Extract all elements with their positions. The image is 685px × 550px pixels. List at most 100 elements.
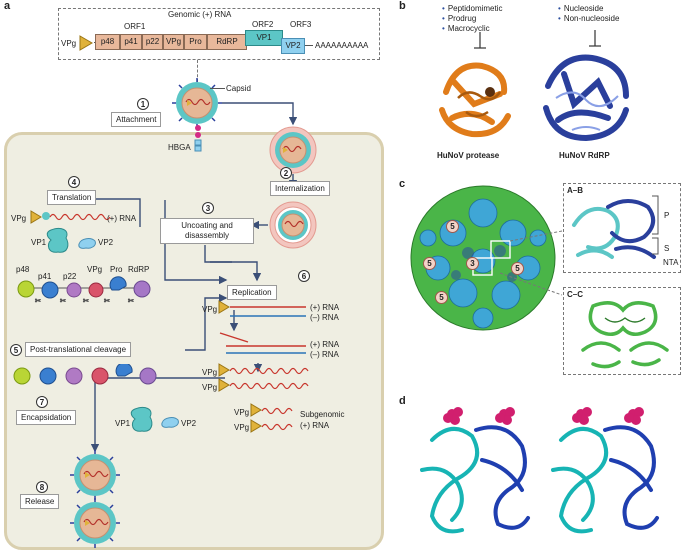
genome-segment-pro: Pro bbox=[184, 34, 207, 50]
subgenomic-label: Subgenomic bbox=[300, 410, 345, 419]
threefold-badge: 3 bbox=[466, 257, 479, 270]
translation-vpg-label: VPg bbox=[11, 214, 27, 223]
svg-text:✂: ✂ bbox=[35, 298, 41, 305]
svg-text:✂: ✂ bbox=[60, 298, 66, 305]
domain-p-label: P bbox=[664, 211, 670, 220]
vp2-encap-label: VP2 bbox=[181, 419, 197, 428]
genome-vpg-label: VPg bbox=[61, 39, 77, 48]
step-5-cleavage: Post-translational cleavage bbox=[25, 342, 132, 357]
step-8-number: 8 bbox=[36, 481, 48, 493]
protein-rdrp-label: RdRP bbox=[128, 265, 150, 274]
virion-attachment bbox=[172, 78, 222, 128]
vp1-protein-icon bbox=[46, 227, 69, 253]
panel-b-letter: b bbox=[399, 0, 406, 12]
vp1-encap-icon bbox=[130, 406, 153, 432]
rep-plus-rna-1: (+) RNA bbox=[310, 303, 340, 312]
orf1-label: ORF1 bbox=[124, 22, 146, 31]
sub-vpg-1: VPg bbox=[234, 408, 250, 417]
step-2-number: 2 bbox=[280, 167, 292, 179]
protein-p41-label: p41 bbox=[38, 272, 52, 281]
genome-segment-p41: p41 bbox=[120, 34, 142, 50]
fivefold-badge-3: 5 bbox=[511, 262, 524, 275]
svg-text:✂: ✂ bbox=[128, 298, 134, 305]
rep-minus-rna-1: (–) RNA bbox=[310, 313, 339, 322]
translation-rna-strand bbox=[30, 210, 111, 224]
polya-tail: AAAAAAAAAA bbox=[315, 41, 369, 50]
protein-p48-label: p48 bbox=[16, 265, 30, 274]
step-5-number: 5 bbox=[10, 344, 22, 356]
fivefold-badge-4: 5 bbox=[435, 291, 448, 304]
genome-title: Genomic (+) RNA bbox=[168, 10, 232, 19]
replication-strands bbox=[218, 300, 309, 392]
rep-vpg-2: VPg bbox=[202, 368, 218, 377]
p-domain-complex-right bbox=[551, 407, 659, 534]
domain-nta-label: NTA bbox=[663, 258, 679, 267]
domain-s-label: S bbox=[664, 244, 670, 253]
vpg-triangle-icon bbox=[79, 35, 93, 51]
inhibitor-prodrug: Prodrug bbox=[442, 14, 476, 23]
virion-uncoating bbox=[269, 201, 317, 249]
fivefold-badge-1: 5 bbox=[446, 220, 459, 233]
subgenomic-strands bbox=[250, 403, 293, 433]
panel-c-letter: c bbox=[399, 178, 406, 190]
virion-internalization bbox=[269, 126, 317, 174]
inset-cc-box bbox=[563, 287, 681, 375]
step-4-translation: Translation bbox=[47, 190, 97, 205]
orf3-label: ORF3 bbox=[290, 20, 312, 29]
genome-segment-p48: p48 bbox=[95, 34, 120, 50]
rdrp-label: HuNoV RdRP bbox=[559, 151, 610, 160]
hbga-receptor-icon bbox=[194, 125, 202, 152]
panel-a-letter: a bbox=[4, 0, 11, 12]
inset-ab-box bbox=[563, 183, 681, 273]
virion-assembled bbox=[70, 450, 120, 500]
vp2-label: VP2 bbox=[98, 238, 114, 247]
rep-minus-rna-2: (–) RNA bbox=[310, 350, 339, 359]
domain-brackets bbox=[652, 195, 659, 255]
subgenomic-rna-label: (+) RNA bbox=[300, 421, 330, 430]
rep-plus-rna-2: (+) RNA bbox=[310, 340, 340, 349]
polyprotein-icons: ✂✂✂✂✂ bbox=[17, 276, 151, 305]
step-2-internalization: Internalization bbox=[270, 181, 330, 196]
genome-segment-p22: p22 bbox=[142, 34, 163, 50]
inset-ab-label: A–B bbox=[567, 186, 584, 195]
vp1-label: VP1 bbox=[31, 238, 47, 247]
capsid-label: Capsid bbox=[226, 84, 251, 93]
cc-dimer-structure bbox=[581, 301, 669, 369]
protein-vpg-label: VPg bbox=[87, 265, 103, 274]
step-7-encapsidation: Encapsidation bbox=[16, 410, 77, 425]
step-6-replication: Replication bbox=[227, 285, 277, 300]
genome-segment-vpg: VPg bbox=[163, 34, 184, 50]
inhibitor-peptidomimetic: Peptidomimetic bbox=[442, 4, 503, 13]
step-3-number: 3 bbox=[202, 202, 214, 214]
ab-dimer-structure bbox=[572, 199, 656, 259]
protein-p22-label: p22 bbox=[63, 272, 77, 281]
rep-vpg-1: VPg bbox=[202, 305, 218, 314]
inhibitor-non-nucleoside: Non-nucleoside bbox=[558, 14, 620, 23]
inhibition-bars bbox=[474, 30, 601, 49]
step-1-number: 1 bbox=[137, 98, 149, 110]
translation-rna-label: (+) RNA bbox=[107, 214, 137, 223]
genome-box bbox=[58, 8, 380, 60]
vp1-encap-label: VP1 bbox=[115, 419, 131, 428]
step-8-release: Release bbox=[20, 494, 60, 509]
p-domain-complex-left bbox=[420, 407, 530, 534]
flow-arrows-a bbox=[78, 102, 298, 498]
hbga-label: HBGA bbox=[168, 143, 191, 152]
panel-d-letter: d bbox=[399, 395, 406, 407]
protease-label: HuNoV protease bbox=[437, 151, 500, 160]
step-4-number: 4 bbox=[68, 176, 80, 188]
svg-text:✂: ✂ bbox=[104, 298, 110, 305]
genome-connector bbox=[197, 60, 198, 82]
inhibitor-nucleoside: Nucleoside bbox=[558, 4, 604, 13]
rdrp-structure bbox=[543, 54, 629, 142]
fivefold-badge-2: 5 bbox=[423, 257, 436, 270]
sub-vpg-2: VPg bbox=[234, 423, 250, 432]
inset-cc-label: C–C bbox=[567, 290, 584, 299]
inhibitor-macrocyclic: Macrocyclic bbox=[442, 24, 490, 33]
step-1-attachment: Attachment bbox=[111, 112, 162, 127]
rep-vpg-3: VPg bbox=[202, 383, 218, 392]
genome-tail-line bbox=[305, 45, 313, 46]
orf2-label: ORF2 bbox=[252, 20, 274, 29]
step-6-number: 6 bbox=[298, 270, 310, 282]
capsid-pointer bbox=[210, 88, 225, 89]
